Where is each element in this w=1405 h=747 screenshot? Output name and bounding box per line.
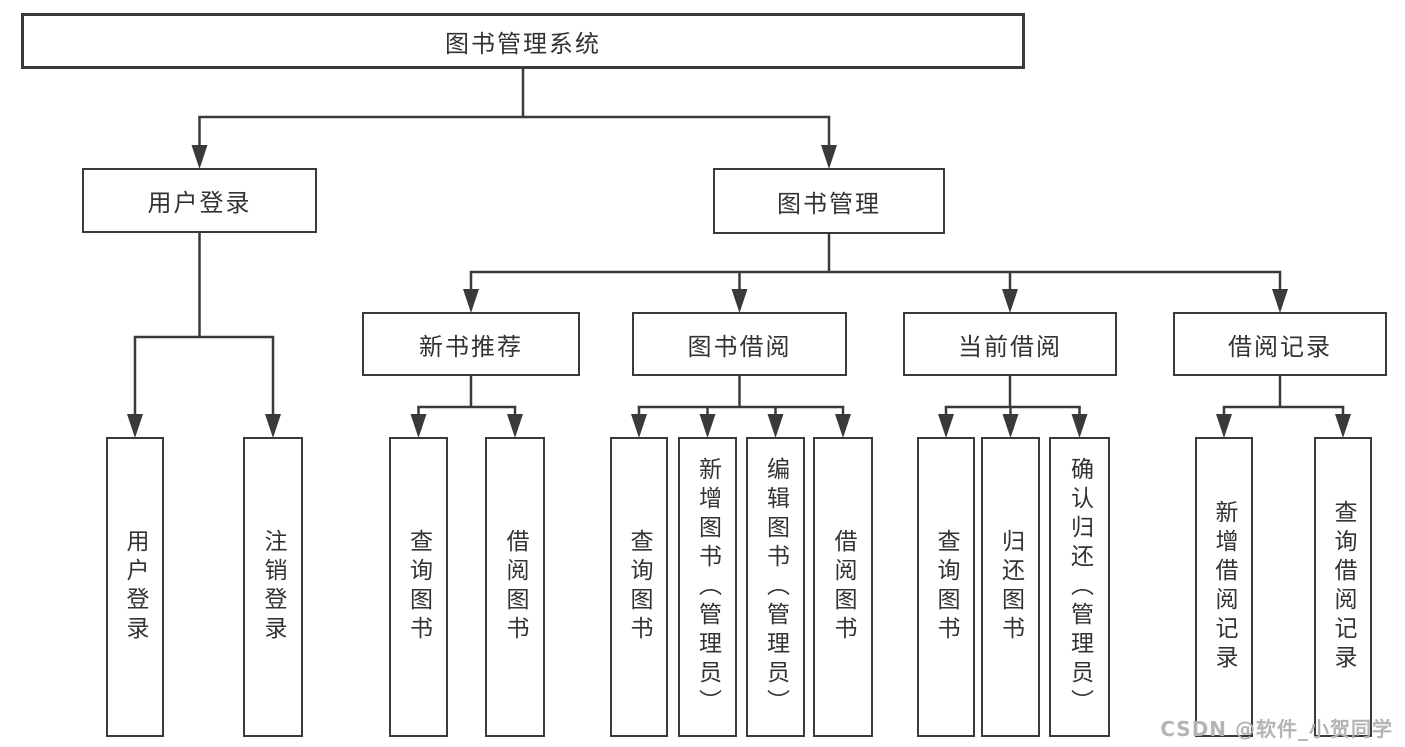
csdn-watermark: CSDN @软件_小贺同学 xyxy=(1160,717,1393,741)
node-label: 用户登录 xyxy=(122,529,148,645)
node-logout: 注销登录 xyxy=(243,437,303,737)
node-label: 归还图书 xyxy=(997,529,1024,645)
node-query-books-3: 查询图书 xyxy=(917,437,975,737)
arrowhead-icon xyxy=(699,414,716,438)
node-query-books-2: 查询图书 xyxy=(610,437,668,737)
arrowhead-icon xyxy=(631,414,647,438)
node-label: 查询图书 xyxy=(933,529,959,645)
arrowhead-icon xyxy=(1002,289,1018,313)
node-label: 确认归还（管理员） xyxy=(1066,456,1093,718)
arrowhead-icon xyxy=(1335,414,1351,438)
node-label: 借阅记录 xyxy=(1228,332,1332,361)
node-label: 注销登录 xyxy=(260,529,286,645)
node-add-books-admin: 新增图书（管理员） xyxy=(678,437,737,737)
node-label: 借阅图书 xyxy=(830,529,856,645)
node-label: 借阅图书 xyxy=(502,529,528,645)
node-label: 查询借阅记录 xyxy=(1330,500,1356,674)
node-return-books: 归还图书 xyxy=(981,437,1040,737)
arrowhead-icon xyxy=(767,414,784,438)
arrowhead-icon xyxy=(821,145,837,169)
node-borrow-books-1: 借阅图书 xyxy=(485,437,545,737)
arrowhead-icon xyxy=(731,289,748,313)
node-book-management: 图书管理 xyxy=(713,168,945,234)
node-label: 新增图书（管理员） xyxy=(694,456,721,718)
node-current-borrowing: 当前借阅 xyxy=(903,312,1117,376)
node-label: 用户登录 xyxy=(147,189,252,217)
node-confirm-return-admin: 确认归还（管理员） xyxy=(1049,437,1110,737)
arrowhead-icon xyxy=(1216,414,1232,438)
node-borrow-books-2: 借阅图书 xyxy=(813,437,873,737)
node-query-borrow-record: 查询借阅记录 xyxy=(1314,437,1372,737)
node-label: 当前借阅 xyxy=(958,332,1062,361)
node-label: 图书借阅 xyxy=(687,332,792,361)
node-label: 图书管理系统 xyxy=(445,29,601,58)
node-label: 新增借阅记录 xyxy=(1211,500,1237,674)
node-label: 图书管理 xyxy=(777,189,881,218)
node-label: 查询图书 xyxy=(405,529,432,645)
node-query-books-1: 查询图书 xyxy=(389,437,448,737)
node-user-login: 用户登录 xyxy=(82,168,317,233)
node-label: 新书推荐 xyxy=(419,332,523,361)
node-edit-books-admin: 编辑图书（管理员） xyxy=(746,437,805,737)
node-user-login-leaf: 用户登录 xyxy=(106,437,164,737)
node-label: 查询图书 xyxy=(626,529,652,645)
node-book-borrowing: 图书借阅 xyxy=(632,312,847,376)
node-borrowing-records: 借阅记录 xyxy=(1173,312,1387,376)
arrowhead-icon xyxy=(410,414,427,438)
arrowhead-icon xyxy=(1071,414,1088,438)
arrowhead-icon xyxy=(507,414,523,438)
arrowhead-icon xyxy=(463,289,479,313)
arrowhead-icon xyxy=(265,414,281,438)
node-label: 编辑图书（管理员） xyxy=(762,456,789,718)
node-new-book-recommendation: 新书推荐 xyxy=(362,312,580,376)
arrowhead-icon xyxy=(127,414,143,438)
arrowhead-icon xyxy=(191,145,208,169)
arrowhead-icon xyxy=(1272,289,1288,313)
arrowhead-icon xyxy=(835,414,851,438)
arrowhead-icon xyxy=(1002,414,1019,438)
arrowhead-icon xyxy=(938,414,954,438)
node-library-system: 图书管理系统 xyxy=(21,13,1025,69)
node-add-borrow-record: 新增借阅记录 xyxy=(1195,437,1253,737)
